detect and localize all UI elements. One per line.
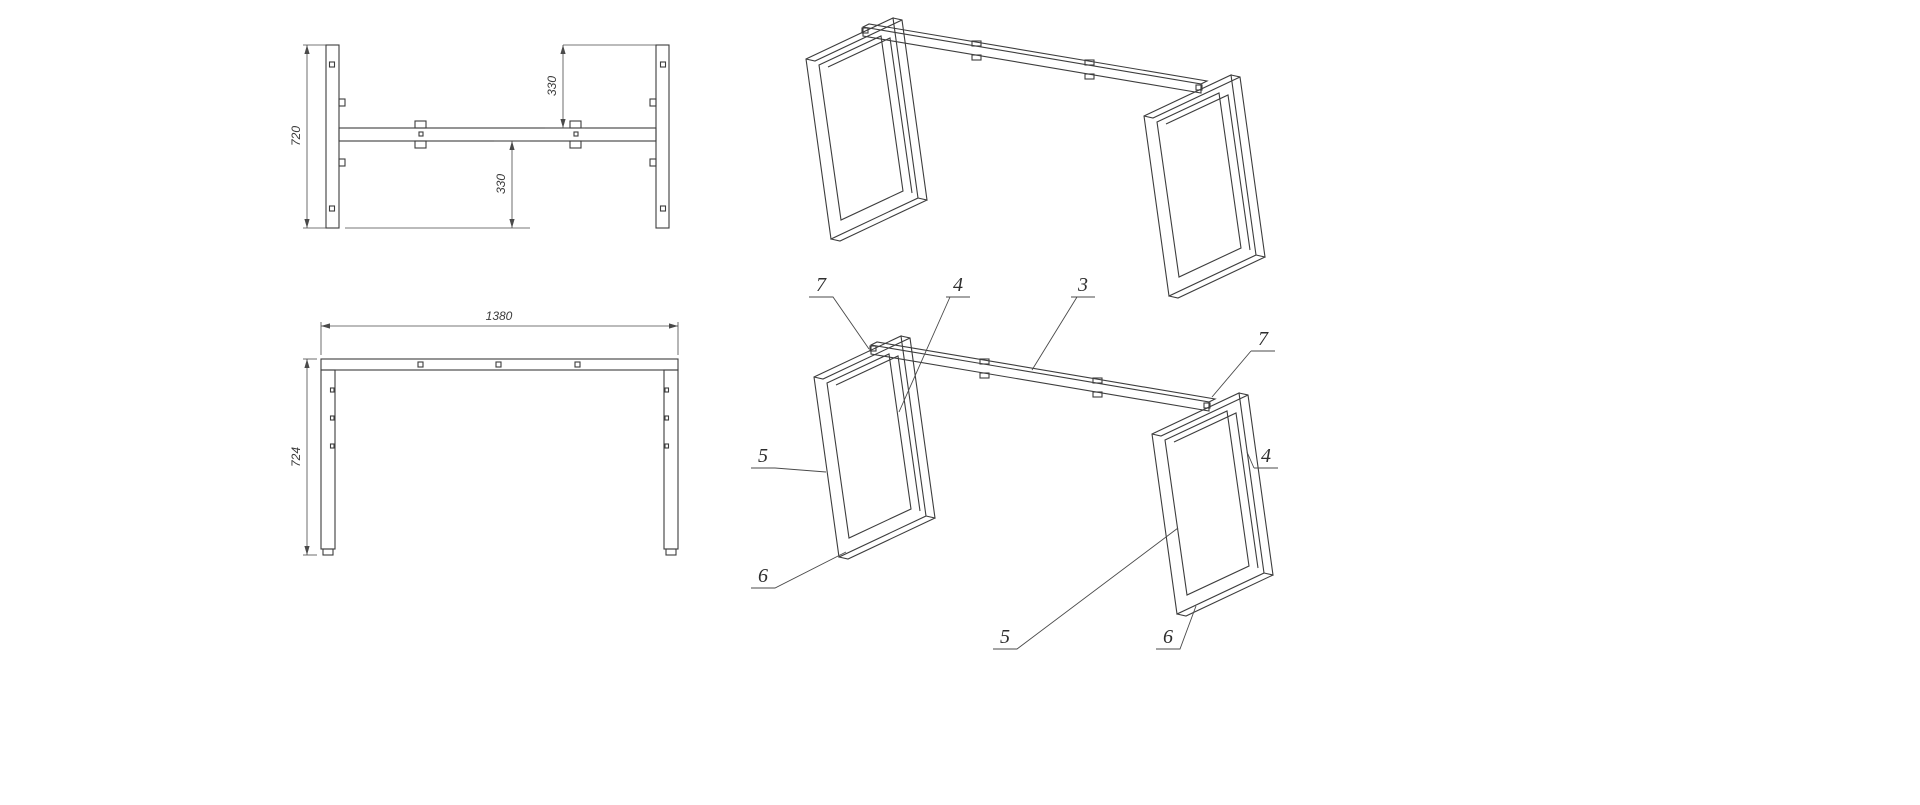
callout-label: 5 <box>1000 626 1010 648</box>
beam-clip <box>1084 73 1095 80</box>
beam-clip <box>971 54 982 61</box>
callout-leader <box>1156 605 1197 650</box>
arrowhead <box>560 119 566 128</box>
front-hole-mark <box>329 387 335 393</box>
plan-bracket-tab <box>649 98 657 107</box>
front-hole-mark <box>329 443 335 449</box>
plan-beam-clip <box>414 140 427 149</box>
plan-hole-mark <box>328 61 336 68</box>
plan-lower-span-dim-label: 330 <box>494 174 508 194</box>
plan-beam-clip <box>569 140 582 149</box>
front-dimensions: 1380 724 <box>289 309 679 556</box>
callout-label: 6 <box>758 565 768 587</box>
callout-label: 6 <box>1163 626 1173 648</box>
beam-clip <box>1084 59 1095 66</box>
plan-view <box>325 44 670 229</box>
beam-clip <box>971 40 982 47</box>
cross-beam <box>862 23 1209 94</box>
bracket-mark <box>861 27 869 34</box>
front-right-leg <box>663 369 679 550</box>
plan-depth-dim-label: 720 <box>289 126 303 146</box>
plan-screw-mark <box>573 131 579 137</box>
arrowhead <box>304 359 310 368</box>
plan-beam-clip <box>569 120 582 129</box>
callout-leader <box>1031 296 1095 371</box>
front-hole-mark <box>664 415 670 421</box>
isometric-view <box>805 17 1266 299</box>
arrowhead <box>509 141 515 150</box>
plan-hole-mark <box>659 205 667 212</box>
arrowhead <box>509 219 515 228</box>
isometric-view-annotated <box>813 335 1274 617</box>
callout-leader <box>751 467 827 473</box>
arrowhead <box>304 219 310 228</box>
callout-label: 3 <box>1077 274 1088 296</box>
arrowhead <box>560 45 566 54</box>
arrowhead <box>304 546 310 555</box>
callout-label: 5 <box>758 445 768 467</box>
front-screw-mark <box>417 361 424 368</box>
callout-leader <box>993 527 1179 650</box>
front-view <box>320 358 679 556</box>
front-width-dim-label: 1380 <box>486 309 513 323</box>
callout-leader <box>751 551 847 589</box>
front-hole-mark <box>664 443 670 449</box>
plan-bracket-tab <box>338 98 346 107</box>
front-screw-mark <box>495 361 502 368</box>
plan-cross-beam <box>338 127 657 142</box>
front-hole-mark <box>664 387 670 393</box>
callout-leader <box>1246 451 1278 469</box>
bracket-mark <box>1195 84 1203 91</box>
arrowhead <box>304 45 310 54</box>
callouts: 7 4 3 7 5 4 6 5 6 <box>751 274 1278 650</box>
front-right-foot <box>665 548 677 556</box>
plan-dimensions: 720 330 330 <box>289 44 656 229</box>
callout-leader <box>898 296 970 413</box>
front-left-foot <box>322 548 334 556</box>
arrowhead <box>321 323 330 329</box>
callout-label: 7 <box>816 274 827 296</box>
front-screw-mark <box>574 361 581 368</box>
front-hole-mark <box>329 415 335 421</box>
callout-label: 4 <box>953 274 963 296</box>
plan-bracket-tab <box>338 158 346 167</box>
callout-label: 4 <box>1261 445 1271 467</box>
plan-beam-clip <box>414 120 427 129</box>
plan-hole-mark <box>659 61 667 68</box>
arrowhead <box>669 323 678 329</box>
callout-label: 7 <box>1258 328 1269 350</box>
left-leg-frame <box>805 17 928 242</box>
callout-leader <box>1211 350 1275 398</box>
plan-right-rail <box>655 44 670 229</box>
front-left-leg <box>320 369 336 550</box>
plan-hole-mark <box>328 205 336 212</box>
plan-screw-mark <box>418 131 424 137</box>
plan-left-rail <box>325 44 340 229</box>
front-top-beam <box>320 358 679 371</box>
callout-leader <box>809 296 870 350</box>
right-leg-frame <box>1143 74 1266 299</box>
plan-upper-span-dim-label: 330 <box>545 76 559 96</box>
front-height-dim-label: 724 <box>289 447 303 467</box>
plan-bracket-tab <box>649 158 657 167</box>
